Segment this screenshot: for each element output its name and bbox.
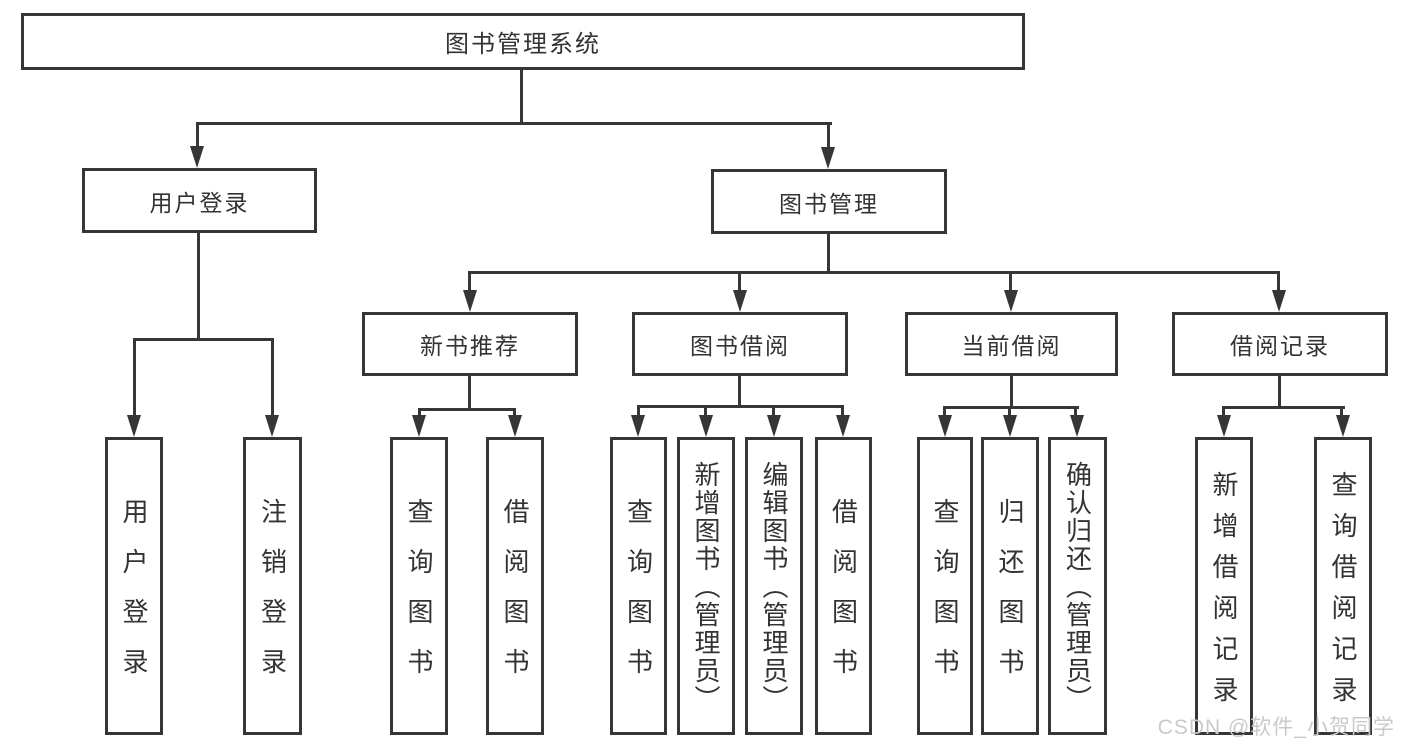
connector-line: [738, 376, 741, 405]
connector-line: [196, 122, 199, 150]
connector-line: [1222, 406, 1345, 409]
leaf-add-book-admin: 新增图书（管理员）: [677, 437, 735, 735]
leaf-label: 查询图书: [404, 498, 434, 698]
connector-line: [827, 234, 830, 271]
leaf-label: 确认归还（管理员）: [1062, 461, 1093, 713]
leaf-borrow-books-recommend: 借阅图书: [486, 437, 544, 735]
leaf-logout: 注销登录: [243, 437, 302, 735]
connector-line: [1010, 376, 1013, 406]
arrow-down-icon: [412, 415, 426, 437]
connector-line: [196, 122, 832, 125]
leaf-label: 借阅图书: [500, 498, 530, 698]
connector-line: [1008, 406, 1011, 418]
connector-line: [738, 271, 741, 295]
arrow-down-icon: [127, 415, 141, 437]
node-book-management: 图书管理: [711, 169, 947, 234]
arrow-down-icon: [938, 415, 952, 437]
leaf-label: 编辑图书（管理员）: [759, 461, 789, 713]
node-library-system: 图书管理系统: [21, 13, 1025, 70]
leaf-query-borrow-record: 查询借阅记录: [1314, 437, 1372, 735]
arrow-down-icon: [767, 415, 781, 437]
node-new-book-recommend: 新书推荐: [362, 312, 578, 376]
node-current-borrowing: 当前借阅: [905, 312, 1118, 376]
leaf-edit-book-admin: 编辑图书（管理员）: [745, 437, 803, 735]
arrow-down-icon: [631, 415, 645, 437]
leaf-label: 新增借阅记录: [1209, 470, 1239, 717]
connector-line: [637, 405, 640, 418]
connector-line: [520, 70, 523, 122]
leaf-label: 借阅图书: [828, 498, 859, 698]
leaf-query-books-borrow: 查询图书: [610, 437, 667, 735]
arrow-down-icon: [1272, 290, 1286, 312]
connector-line: [271, 338, 274, 418]
connector-line: [704, 405, 707, 418]
leaf-query-books-current: 查询图书: [917, 437, 973, 735]
arrow-down-icon: [1336, 415, 1350, 437]
connector-line: [418, 408, 421, 418]
leaf-label: 查询借阅记录: [1328, 470, 1358, 717]
connector-line: [943, 406, 1079, 409]
connector-line: [468, 376, 471, 408]
connector-line: [943, 406, 946, 418]
leaf-add-borrow-record: 新增借阅记录: [1195, 437, 1253, 735]
leaf-user-login: 用户登录: [105, 437, 163, 735]
leaf-label: 注销登录: [257, 498, 288, 698]
arrow-down-icon: [733, 290, 747, 312]
leaf-confirm-return-admin: 确认归还（管理员）: [1048, 437, 1107, 735]
arrow-down-icon: [699, 415, 713, 437]
leaf-label: 归还图书: [995, 498, 1025, 698]
connector-line: [772, 405, 775, 418]
connector-line: [1277, 271, 1280, 295]
leaf-label: 新增图书（管理员）: [691, 461, 721, 713]
node-book-borrowing: 图书借阅: [632, 312, 848, 376]
leaf-label: 查询图书: [623, 498, 654, 698]
leaf-return-books: 归还图书: [981, 437, 1039, 735]
connector-line: [133, 338, 136, 418]
connector-line: [468, 271, 471, 295]
connector-line: [1340, 406, 1343, 418]
connector-line: [637, 405, 844, 408]
connector-line: [1009, 271, 1012, 295]
connector-line: [1222, 406, 1225, 418]
arrow-down-icon: [1003, 415, 1017, 437]
arrow-down-icon: [821, 147, 835, 169]
connector-line: [827, 122, 830, 150]
arrow-down-icon: [1217, 415, 1231, 437]
node-user-login: 用户登录: [82, 168, 317, 233]
connector-line: [468, 271, 1280, 274]
arrow-down-icon: [836, 415, 850, 437]
connector-line: [133, 338, 274, 341]
connector-line: [1074, 406, 1077, 418]
arrow-down-icon: [1004, 290, 1018, 312]
arrow-down-icon: [190, 146, 204, 168]
connector-line: [418, 408, 516, 411]
connector-line: [841, 405, 844, 418]
leaf-label: 查询图书: [930, 498, 960, 698]
node-borrowing-records: 借阅记录: [1172, 312, 1388, 376]
arrow-down-icon: [265, 415, 279, 437]
leaf-label: 用户登录: [119, 498, 149, 698]
leaf-borrow-books: 借阅图书: [815, 437, 872, 735]
arrow-down-icon: [1070, 415, 1084, 437]
arrow-down-icon: [463, 290, 477, 312]
watermark: CSDN @软件_小贺同学: [1157, 716, 1395, 739]
connector-line: [513, 408, 516, 418]
arrow-down-icon: [508, 415, 522, 437]
leaf-query-books-recommend: 查询图书: [390, 437, 448, 735]
connector-line: [1278, 376, 1281, 406]
connector-line: [197, 233, 200, 338]
